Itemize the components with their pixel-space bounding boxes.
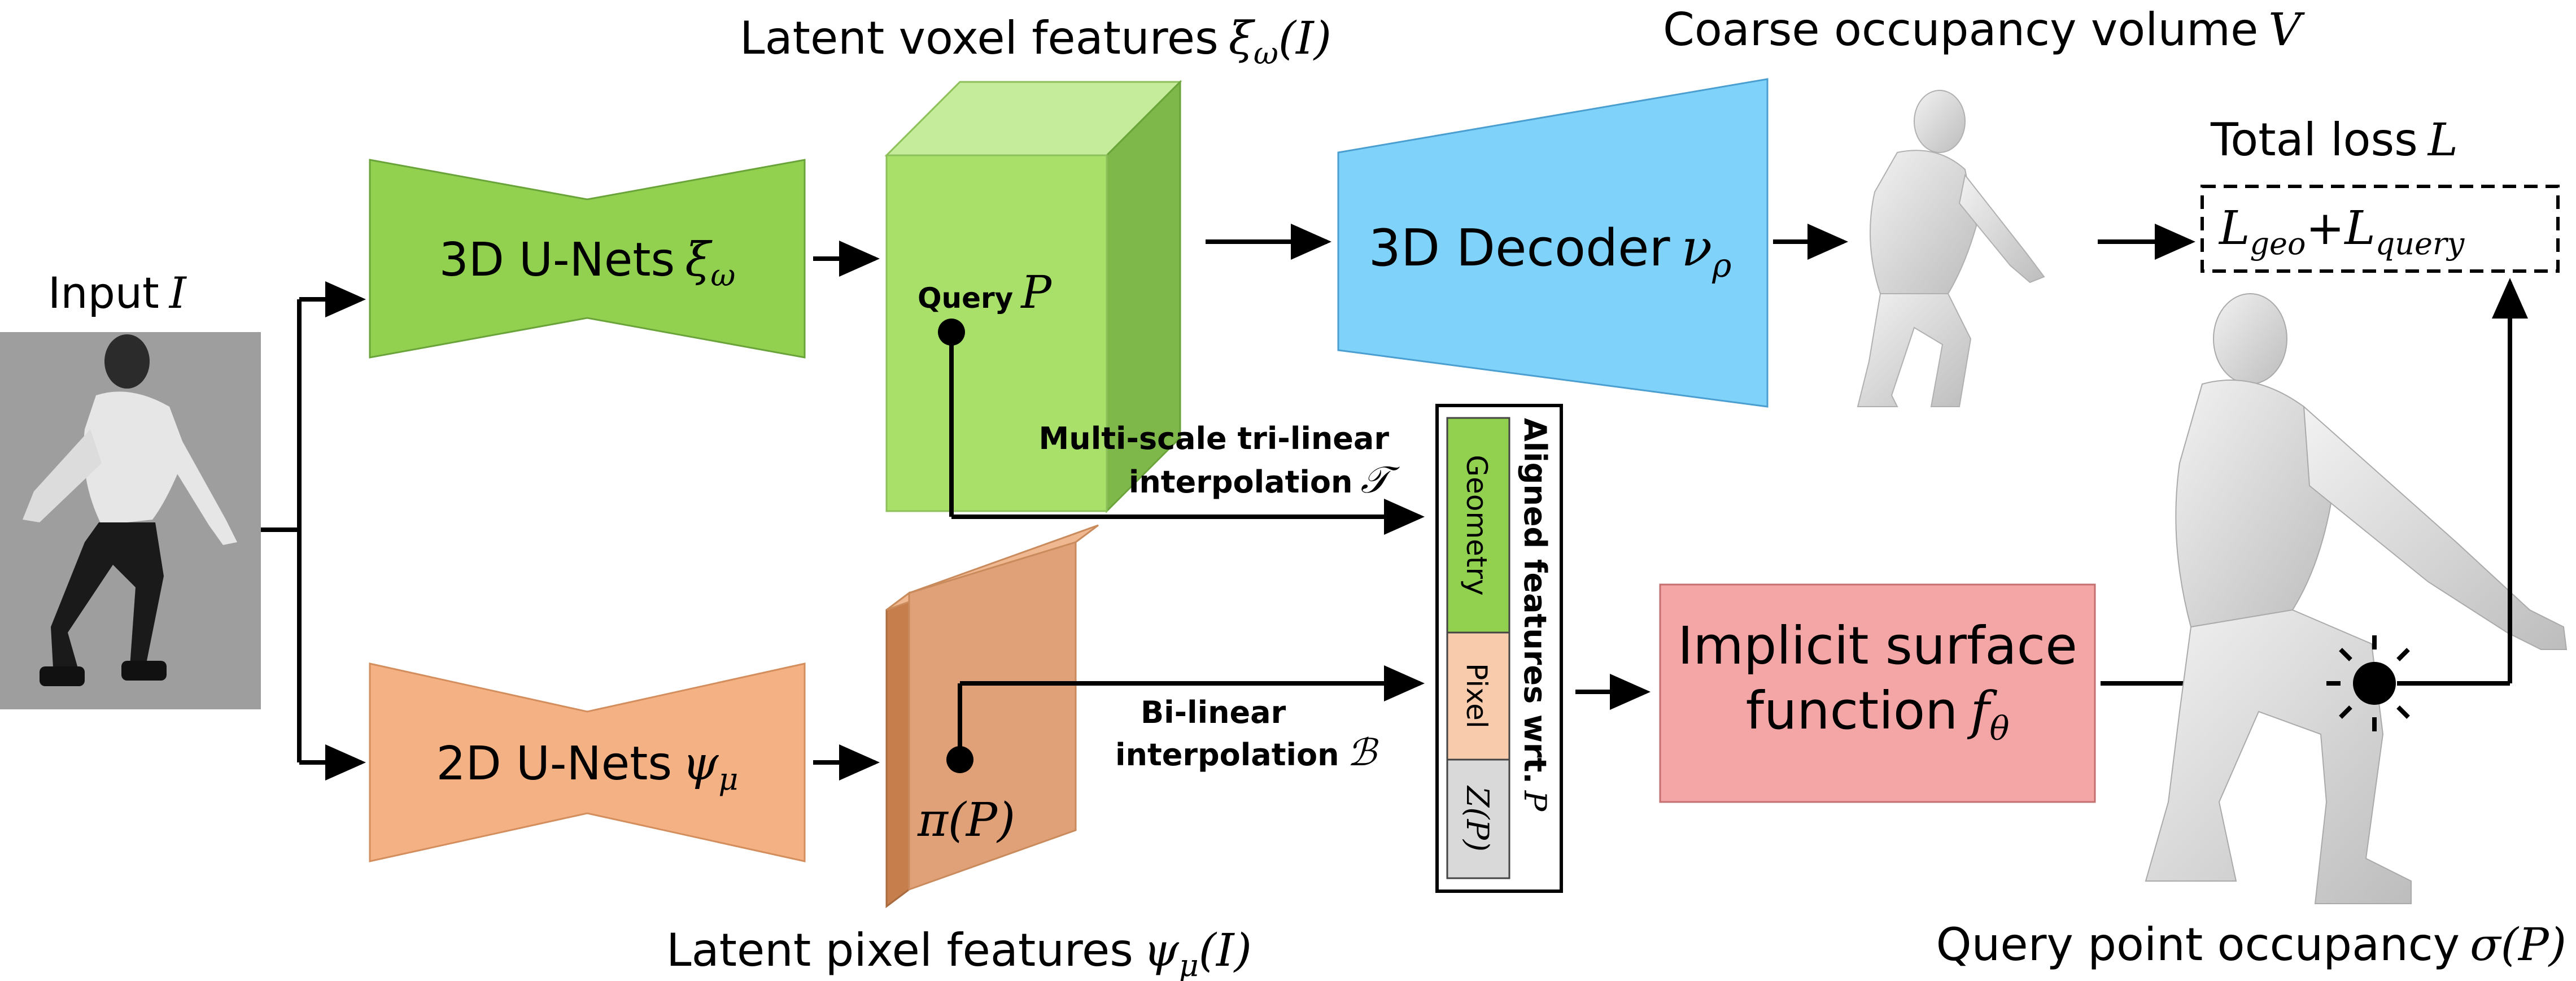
coarse-body-mesh xyxy=(1857,90,2045,407)
segment-pixel xyxy=(1446,631,1510,761)
query-occupancy-title-text: Query point occupancy xyxy=(1936,918,2460,971)
unet3d-label: 3D U-Nets xyxy=(439,233,675,287)
query-occupancy-point xyxy=(2353,662,2396,705)
segment-geometry xyxy=(1446,417,1510,634)
bilinear-connector xyxy=(958,665,1425,760)
svg-text:Lgeo+Lquery: Lgeo+Lquery xyxy=(2218,202,2465,261)
pixel-feature-plane: π(P) xyxy=(885,524,1099,908)
loss-box: Lgeo+Lquery xyxy=(2200,185,2560,273)
trilinear-connector xyxy=(949,332,1425,535)
trilinear-label-line1: Multi-scale tri-linear xyxy=(1039,421,1390,456)
decoder-label: 3D Decoder xyxy=(1369,219,1670,278)
aligned-features-stack: Geometry Pixel Z(P) Aligned features wrt… xyxy=(1435,404,1563,893)
arrow-query-to-loss xyxy=(2397,278,2528,686)
input-image xyxy=(0,332,261,709)
segment-pixel-label: Pixel xyxy=(1460,663,1493,729)
bilinear-label-line1: Bi-linear xyxy=(1141,695,1286,730)
input-fork-connector xyxy=(261,281,366,781)
projection-label: π(P) xyxy=(917,793,1015,847)
unet2d-label: 2D U-Nets xyxy=(436,737,672,791)
query-sun-marker xyxy=(2326,635,2422,731)
segment-depth-label: Z(P) xyxy=(1460,785,1495,852)
query-label: Query xyxy=(918,282,1013,315)
implicit-label-line1: Implicit surface xyxy=(1678,616,2077,676)
aligned-title: Aligned features wrt.P xyxy=(1517,418,1553,812)
segment-geometry-label: Geometry xyxy=(1460,455,1493,595)
fine-body-mesh xyxy=(2145,293,2568,904)
query-occupancy-symbol: σ(P) xyxy=(2470,918,2566,971)
segment-depth xyxy=(1446,758,1510,879)
